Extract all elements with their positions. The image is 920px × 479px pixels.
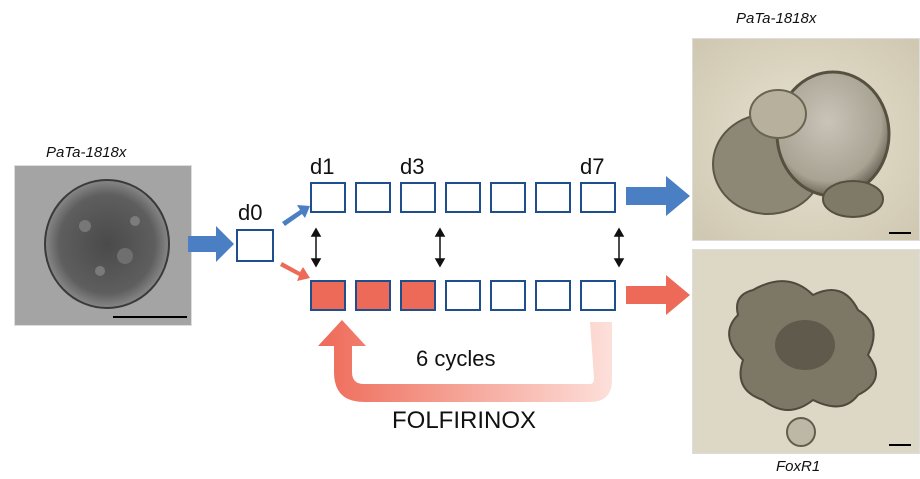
d3-label: d3 — [400, 154, 425, 179]
output-arrow-red — [626, 275, 690, 315]
left-image-caption: PaTa-1818x — [46, 144, 127, 161]
timeline-box — [580, 280, 616, 311]
treatment-label: FOLFIRINOX — [392, 407, 537, 434]
bottom-image-caption: FoxR1 — [776, 458, 821, 475]
timeline-box — [400, 182, 436, 213]
top-image-caption: PaTa-1818x — [736, 10, 817, 27]
output-arrow-blue — [626, 176, 690, 216]
timeline-box — [535, 182, 571, 213]
cycle-arrow — [318, 320, 612, 402]
input-arrow — [188, 226, 234, 262]
d7-label: d7 — [580, 154, 605, 179]
treated-box — [310, 280, 346, 311]
timeline-box — [445, 182, 481, 213]
treated-box — [355, 280, 391, 311]
d0-label: d0 — [238, 200, 263, 225]
treated-box — [400, 280, 436, 311]
branch-arrow-blue — [282, 205, 310, 226]
timeline-box — [580, 182, 616, 213]
top-organoid-image — [692, 38, 920, 241]
timeline-box — [490, 280, 526, 311]
d0-box — [236, 229, 274, 262]
cycles-label: 6 cycles — [416, 346, 496, 371]
timeline-box — [355, 182, 391, 213]
branch-arrow-red — [280, 262, 310, 281]
timeline-box — [445, 280, 481, 311]
bottom-organoid-image — [692, 249, 920, 454]
timeline-box — [490, 182, 526, 213]
timeline-box — [310, 182, 346, 213]
d1-label: d1 — [310, 154, 335, 179]
timeline-box — [535, 280, 571, 311]
